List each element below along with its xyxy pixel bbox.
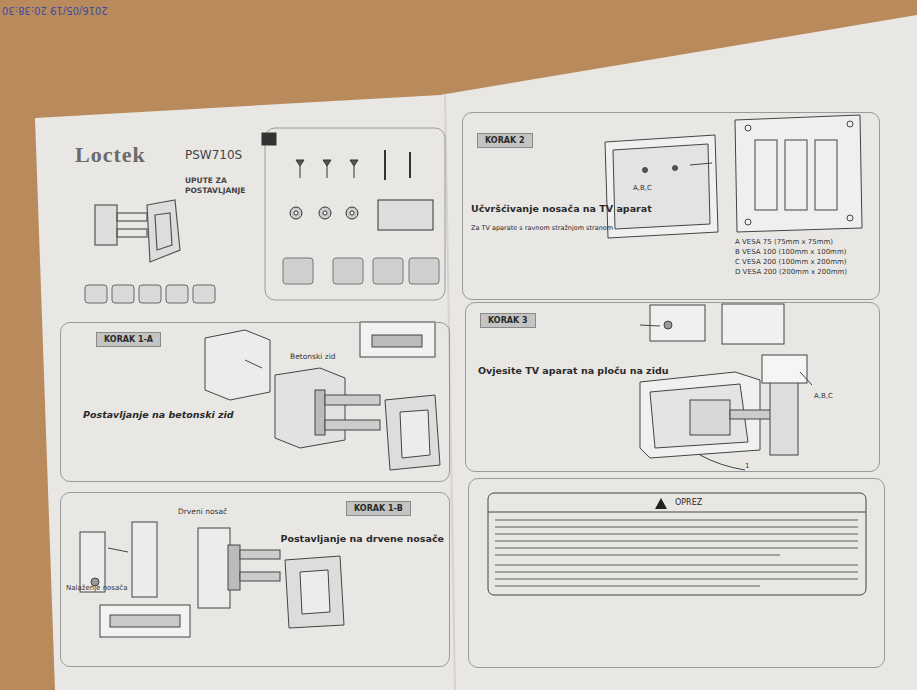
label: B VESA 100 (100mm x 100mm) bbox=[735, 248, 846, 256]
step-note: Za TV aparate s ravnom stražnjom stranom bbox=[471, 224, 613, 232]
brand-logo: Loctek bbox=[75, 142, 146, 168]
concrete-wall-drawing bbox=[205, 322, 440, 470]
tool-icons bbox=[283, 258, 439, 284]
step-panel: Ovjesite TV aparat na ploču na zidu KORAK… bbox=[465, 302, 880, 472]
step-tag: KORAK 3 bbox=[480, 313, 536, 328]
warning-header-rule bbox=[488, 512, 866, 513]
step-label: KORAK 3 bbox=[488, 316, 528, 325]
step-tag: KORAK 1-B bbox=[346, 501, 411, 516]
label: C VESA 200 (100mm x 200mm) bbox=[735, 258, 847, 266]
parts-icons bbox=[262, 133, 433, 230]
timestamp: 2016/05/19 20:38:30 bbox=[2, 5, 108, 16]
step-title: Ovjesite TV aparat na ploču na zidu bbox=[478, 365, 668, 376]
parts-panel bbox=[265, 128, 445, 300]
tv-back-drawing bbox=[605, 135, 718, 238]
label: A VESA 75 (75mm x 75mm) bbox=[735, 238, 833, 246]
paper-fold bbox=[445, 95, 455, 690]
step-tag: KORAK 1-A bbox=[96, 332, 161, 347]
header-bracket-icon bbox=[95, 200, 180, 262]
label: Nalaženje nosača bbox=[66, 584, 127, 592]
warning-box bbox=[488, 493, 866, 595]
step-label: KORAK 1-B bbox=[354, 504, 403, 513]
label: Betonski zid bbox=[290, 352, 336, 361]
step-tag: KORAK 2 bbox=[477, 133, 533, 148]
hang-tv-drawing bbox=[640, 304, 812, 470]
step-title: Postavljanje na betonski zid bbox=[83, 409, 234, 420]
step-panel: Postavljanje na drvene nosače KORAK 1-B bbox=[60, 492, 450, 667]
warning-heading: OPREZ bbox=[675, 498, 702, 507]
step-panel: Postavljanje na betonski zid KORAK 1-A bbox=[60, 322, 450, 482]
label: 1 bbox=[745, 462, 749, 470]
paper-sheet bbox=[35, 15, 917, 690]
label: PSW710S bbox=[185, 148, 242, 162]
warning-icon bbox=[655, 498, 667, 509]
step-label: KORAK 1-A bbox=[104, 335, 153, 344]
label: D VESA 200 (200mm x 200mm) bbox=[735, 268, 847, 276]
label: UPUTE ZA POSTAVLJANJE bbox=[185, 176, 255, 196]
vesa-plate-drawing bbox=[735, 115, 862, 232]
label: A,B,C bbox=[814, 392, 833, 400]
step-title: Postavljanje na drvene nosače bbox=[280, 533, 444, 544]
label: Drveni nosač bbox=[178, 507, 227, 516]
fine-print-lines bbox=[495, 502, 858, 586]
step-label: KORAK 2 bbox=[485, 136, 525, 145]
header-feature-icons bbox=[85, 285, 215, 303]
step-title: Učvršćivanje nosača na TV aparat bbox=[471, 203, 652, 214]
label: A,B,C bbox=[633, 184, 652, 192]
warning-panel: OPREZ bbox=[468, 478, 885, 668]
